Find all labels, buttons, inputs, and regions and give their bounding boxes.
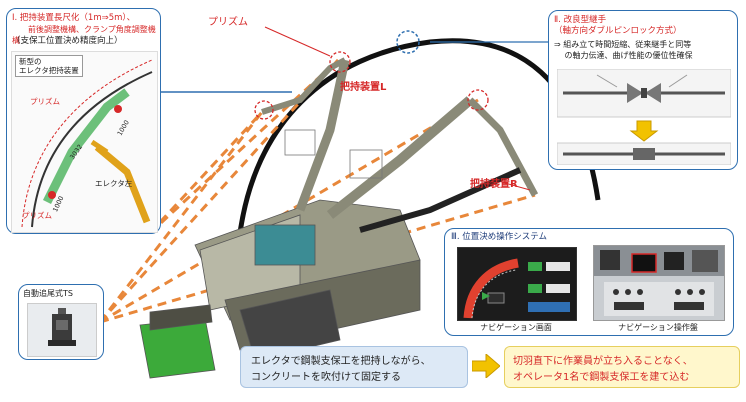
panel2-line2: の軸力伝達、曲げ性能の優位性確保 (554, 51, 693, 60)
panel-gripper-extension: Ⅰ. 把持装置長尺化（1m⇒5m）、 前後調整機構、クランプ角度調整機構 （支保… (6, 8, 161, 234)
caption-navigation-screen: ナビゲーション画面 (480, 323, 552, 332)
bottom-left-line1: エレクタで鋼製支保工を把持しながら、 (251, 356, 431, 367)
navigation-console (593, 245, 725, 321)
panel2-line1: ⇒ 組み立て時間短縮、従来継手と同等 (554, 40, 692, 49)
bottom-left-line2: コンクリートを吹付けて固定する (251, 372, 401, 383)
label-gripper-r: 把持装置R (470, 179, 518, 190)
label-gripper-l: 把持装置L (340, 82, 387, 93)
panel1-prism-top: プリズム (30, 97, 60, 106)
bottom-right-line1: 切羽直下に作業員が立ち入ることなく、 (513, 356, 693, 367)
erector-machine (139, 57, 539, 379)
panel1-title: Ⅰ. 把持装置長尺化（1m⇒5m）、 (12, 13, 136, 23)
panel2-title: Ⅱ. 改良型継手 (554, 15, 607, 25)
navigation-screen (457, 247, 577, 321)
right-arrow-icon (472, 354, 500, 378)
panel3-title: Ⅲ. 位置決め操作システム (451, 232, 548, 242)
panel1-line2: 前後調整機構、クランプ角度調整機構 (12, 25, 156, 45)
panel-positioning-system: Ⅲ. 位置決め操作システム ナビゲーション画面 (444, 228, 734, 336)
total-station-photo (27, 303, 97, 357)
panel1-drawing: 新型の エレクタ把持装置 プリズム プリズム エレクタ左 1000 3032 1… (11, 51, 158, 233)
label-prism: プリズム (208, 17, 248, 28)
panel-total-station: 自動追尾式TS (18, 284, 104, 360)
panel1-inset-line2: エレクタ把持装置 (19, 66, 79, 75)
panel1-inset-line1: 新型の (19, 57, 42, 66)
panel1-prism-bottom: プリズム (22, 211, 52, 220)
panel1-inset: 新型の エレクタ把持装置 (15, 55, 83, 77)
bottom-right-line2: オペレータ1名で鋼製支保工を建て込む (513, 372, 690, 383)
panel1-erector: エレクタ左 (95, 179, 133, 188)
panel1-line3: （支保工位置決め精度向上） (12, 36, 123, 46)
panel2-subtitle: （軸方向ダブルピンロック方式） (554, 26, 682, 36)
bottom-right-message: 切羽直下に作業員が立ち入ることなく、 オペレータ1名で鋼製支保工を建て込む (504, 346, 740, 388)
joint-drawing (557, 69, 731, 165)
panel-improved-joint: Ⅱ. 改良型継手 （軸方向ダブルピンロック方式） ⇒ 組み立て時間短縮、従来継手… (548, 10, 738, 170)
caption-navigation-console: ナビゲーション操作盤 (618, 323, 698, 332)
bottom-left-message: エレクタで鋼製支保工を把持しながら、 コンクリートを吹付けて固定する (240, 346, 468, 388)
down-arrow-icon (629, 120, 659, 142)
ts-title: 自動追尾式TS (23, 289, 73, 298)
